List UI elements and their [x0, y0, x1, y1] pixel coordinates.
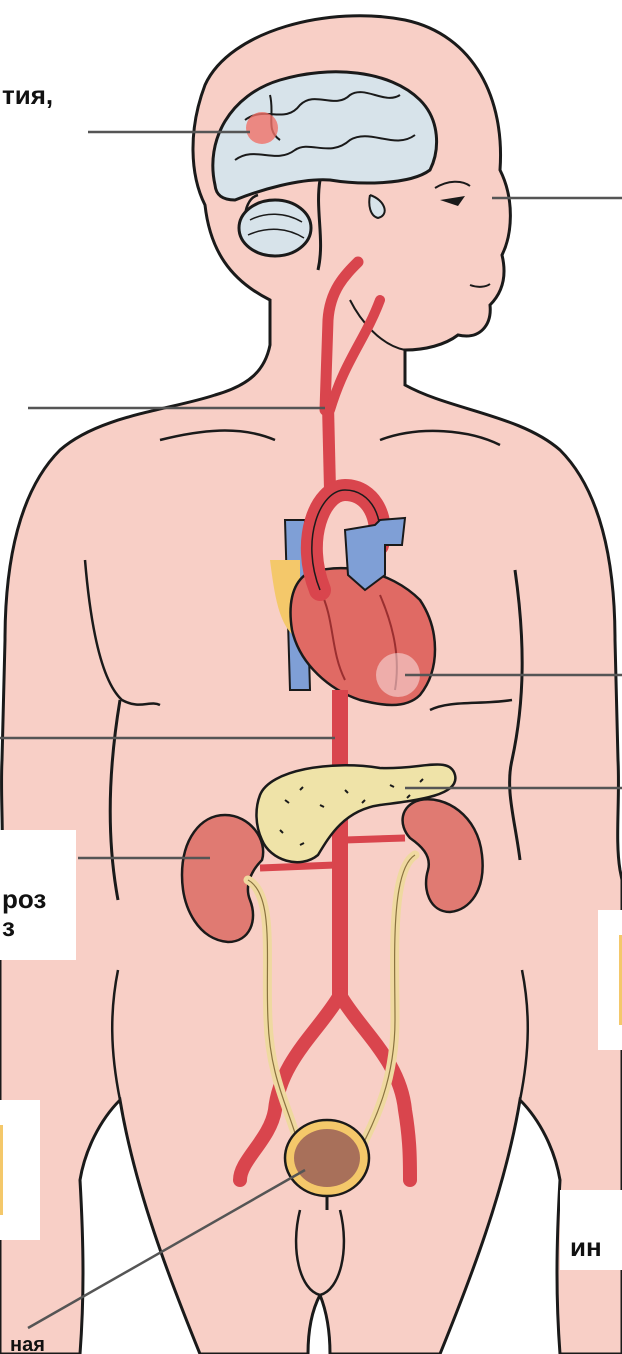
label-brain: тия, [2, 80, 53, 110]
brain-lesion [246, 112, 278, 144]
renal-artery-right [345, 838, 405, 840]
label-box-bottom-left [0, 1100, 40, 1240]
label-kidney-line1: роз [2, 884, 46, 914]
label-box-right [598, 910, 622, 1050]
bladder [294, 1129, 360, 1187]
cerebellum [239, 200, 311, 256]
label-kidney-line2: з [2, 912, 15, 942]
yellow-mark-left [0, 1125, 3, 1215]
common-carotid [328, 405, 330, 490]
renal-artery-left [260, 865, 335, 868]
label-right-bottom: ин [570, 1232, 602, 1262]
label-bottom-left: ная [10, 1334, 45, 1354]
